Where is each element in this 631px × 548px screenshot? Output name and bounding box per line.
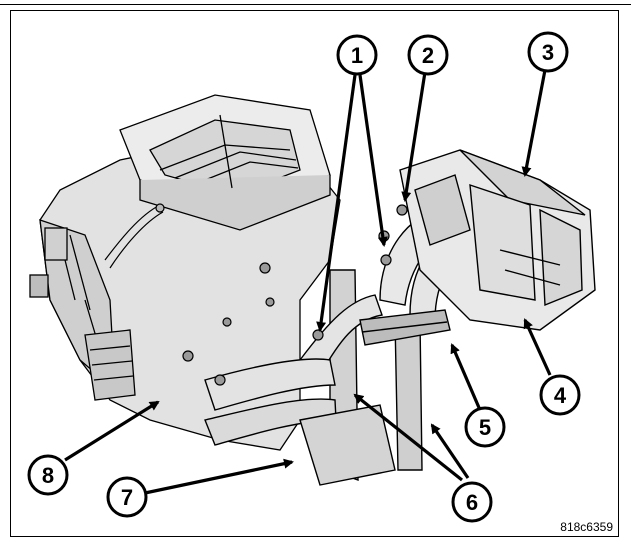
callout-1: 1 bbox=[336, 34, 378, 76]
arrow-2 bbox=[401, 71, 427, 202]
header-rule bbox=[0, 4, 631, 5]
screw-body-d bbox=[222, 317, 232, 327]
leader-arrows bbox=[64, 69, 552, 495]
screw-body-a bbox=[259, 262, 271, 274]
svg-text:5: 5 bbox=[479, 415, 491, 440]
callout-2: 2 bbox=[407, 34, 449, 76]
svg-text:7: 7 bbox=[121, 485, 133, 510]
svg-text:6: 6 bbox=[466, 490, 478, 515]
arrow-1a bbox=[316, 74, 357, 332]
svg-text:1: 1 bbox=[351, 43, 363, 68]
arrow-5 bbox=[450, 343, 482, 411]
right-blend-housing bbox=[399, 149, 596, 331]
arrow-6b bbox=[430, 423, 470, 479]
screw-1c bbox=[312, 329, 324, 341]
svg-text:3: 3 bbox=[542, 40, 554, 65]
screw-body-b bbox=[265, 297, 275, 307]
arrow-6a bbox=[353, 393, 463, 482]
callout-markers: 1 2 3 4 5 6 7 8 bbox=[27, 31, 581, 523]
svg-text:2: 2 bbox=[422, 43, 434, 68]
screw-body-c bbox=[182, 350, 194, 362]
callout-6: 6 bbox=[451, 481, 493, 523]
figure-id: 818c6359 bbox=[560, 520, 613, 534]
top-outlet-duct bbox=[119, 94, 331, 231]
svg-text:8: 8 bbox=[42, 463, 54, 488]
callout-7: 7 bbox=[106, 476, 148, 518]
callout-4: 4 bbox=[539, 374, 581, 416]
arrow-8 bbox=[64, 400, 160, 462]
arrow-1b bbox=[358, 74, 388, 247]
screw-body-e bbox=[214, 374, 226, 386]
screw-2 bbox=[396, 204, 408, 216]
figure-frame bbox=[10, 10, 619, 537]
callout-8: 8 bbox=[27, 454, 69, 496]
screw-1b bbox=[380, 254, 392, 266]
fasteners bbox=[182, 204, 408, 386]
wire-harness bbox=[104, 203, 165, 269]
callout-3: 3 bbox=[527, 31, 569, 73]
arrow-7 bbox=[144, 458, 294, 495]
arrow-4 bbox=[523, 318, 552, 376]
callout-5: 5 bbox=[464, 406, 506, 448]
svg-text:4: 4 bbox=[554, 383, 567, 408]
arrow-3 bbox=[521, 69, 547, 177]
